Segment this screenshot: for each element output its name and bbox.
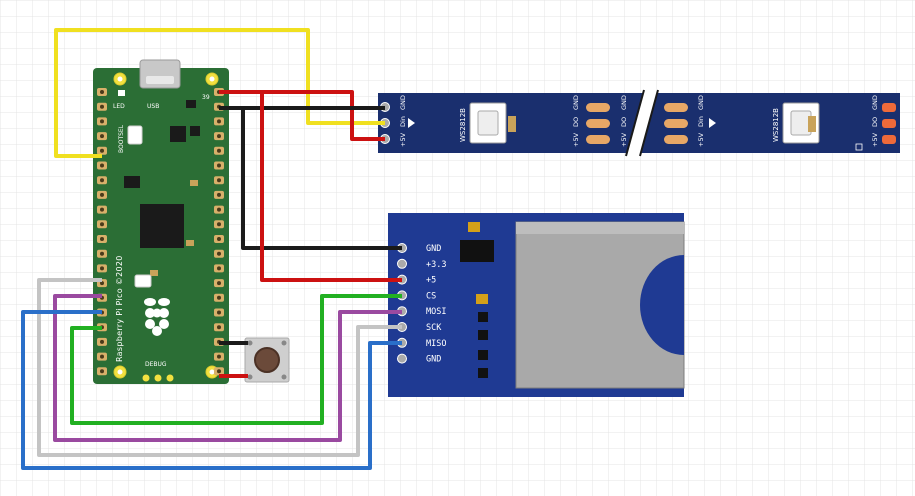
strip-in-label-gnd: GND (399, 95, 407, 110)
pico-pin-left-hole (100, 339, 104, 344)
pico-pin-right-hole (217, 119, 221, 124)
sd-pin (397, 258, 407, 269)
strip-in-label-din: Din (399, 116, 407, 127)
led-chip-2-label: WS2812B (772, 108, 780, 142)
solder-pads (586, 103, 896, 144)
pico-pin-left-hole (100, 207, 104, 212)
strip-mid-in-label-5v: +5V (620, 132, 628, 147)
pico-pin-right-hole (217, 178, 221, 183)
pico-pin-left-hole (100, 104, 104, 109)
debug-label: DEBUG (145, 361, 167, 368)
pin-39-label: 39 (202, 94, 210, 101)
raspberry-logo-icon (144, 298, 170, 336)
led-indicator (118, 90, 125, 96)
usb-label: USB (147, 103, 159, 110)
sd-pin-label: GND (426, 244, 441, 254)
pico-pin-right-hole (217, 148, 221, 153)
led-chip-2 (782, 102, 820, 144)
pico-pin-right-hole (217, 281, 221, 286)
pico-pin-right-hole (217, 354, 221, 359)
pico-pin-right-hole (217, 369, 221, 374)
strip-mid-out-label-gnd: GND (620, 95, 628, 110)
pico-pin-left-hole (100, 222, 104, 227)
sd-pin-label: MOSI (426, 307, 446, 317)
pico-pin-right-hole (217, 251, 221, 256)
pico-pin-left-hole (100, 354, 104, 359)
pico-pin-left-hole (100, 281, 104, 286)
strip-out-label-5v: +5V (572, 132, 580, 147)
pico-pin-right-hole (217, 163, 221, 168)
wires (21, 28, 402, 470)
sd-pin-label: GND (426, 355, 441, 365)
wire-blue-miso (21, 310, 402, 470)
strip-end-label-5v: +5V (871, 132, 879, 147)
led-strip: WS2812B WS2812B +5V Din GND +5V DO GND +… (378, 89, 900, 157)
pico-pin-left-hole (100, 266, 104, 271)
strip-mid2-label-gnd: GND (697, 95, 705, 110)
pico-pin-left-hole (100, 163, 104, 168)
sd-pin-label: SCK (426, 323, 442, 333)
strip-mid2-label-5v: +5V (697, 132, 705, 147)
strip-end-label-do: DO (871, 117, 879, 127)
sd-card-module: GND +3.3 +5CS MOSI SCK MISO GND (388, 213, 685, 397)
pico-pin-right-hole (217, 237, 221, 241)
strip-in-label-5v: +5V (399, 132, 407, 147)
wire-green-cs (70, 294, 402, 425)
pico-pin-right-hole (217, 310, 221, 315)
pico-board-text: Raspberry Pi Pico ©2020 (115, 255, 124, 362)
sd-pin-label: +5 (426, 276, 436, 286)
pico-pin-left-hole (100, 134, 104, 139)
strip-mid2-label-din: Din (697, 116, 705, 127)
pico-pin-left-hole (100, 237, 104, 241)
wire-black-sd (241, 108, 402, 250)
wire-gray-sck (37, 278, 402, 457)
bootsel-button (127, 125, 143, 145)
wire-red-sd (260, 92, 402, 282)
strip-out-label-do: DO (572, 117, 580, 127)
sd-pin (397, 353, 407, 364)
pico-pin-left-hole (100, 119, 104, 124)
pico-pin-right-hole (217, 192, 221, 197)
sd-pin-label: MISO (426, 339, 446, 349)
rp2040-chip (140, 204, 184, 248)
pico-pin-right-hole (217, 134, 221, 139)
wire-purple-mosi (53, 294, 402, 442)
sd-pin-label: +3.3 (426, 260, 446, 270)
strip-out-label-gnd: GND (572, 95, 580, 110)
pico-pin-right-hole (217, 207, 221, 212)
sd-regulator (460, 240, 494, 262)
pico-pin-left-hole (100, 251, 104, 256)
wire-red-strip (219, 90, 385, 141)
pico-pin-right-hole (217, 266, 221, 271)
pico-pin-left-hole (100, 178, 104, 183)
sd-pin-label: CS (426, 291, 436, 301)
pico-pin-right-hole (217, 295, 221, 300)
push-button (244, 337, 290, 383)
pico-pin-right-hole (217, 222, 221, 227)
pico-pin-right-hole (217, 325, 221, 330)
pico-pin-left-hole (100, 192, 104, 197)
strip-mid-out-label-do: DO (620, 117, 628, 127)
pico-pin-left-hole (100, 369, 104, 374)
led-chip-1 (469, 102, 516, 144)
pico-pin-left-hole (100, 90, 104, 94)
led-label: LED (113, 103, 125, 110)
wire-yellow-data (54, 28, 385, 158)
pico-pin-left-hole (100, 148, 104, 153)
pico-board: LED USB 39 BOOTSEL DEBUG Raspberry Pi Pi… (93, 59, 229, 384)
bootsel-label: BOOTSEL (118, 124, 125, 153)
strip-end-label-gnd: GND (871, 95, 879, 110)
led-chip-1-label: WS2812B (459, 108, 467, 142)
